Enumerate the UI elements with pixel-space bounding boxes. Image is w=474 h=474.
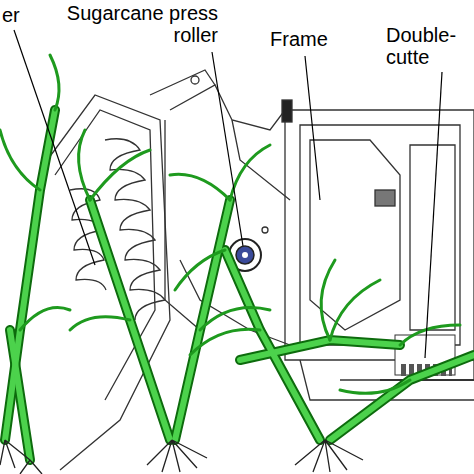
roots — [0, 440, 363, 474]
part-label: Sugarcane press roller — [26, 2, 220, 46]
leader-lines — [14, 30, 442, 358]
part-label: Frame — [268, 28, 342, 50]
sugarcane — [0, 55, 474, 460]
lifter-conveyor — [40, 95, 170, 470]
part-label: Double- cutte — [384, 24, 470, 68]
